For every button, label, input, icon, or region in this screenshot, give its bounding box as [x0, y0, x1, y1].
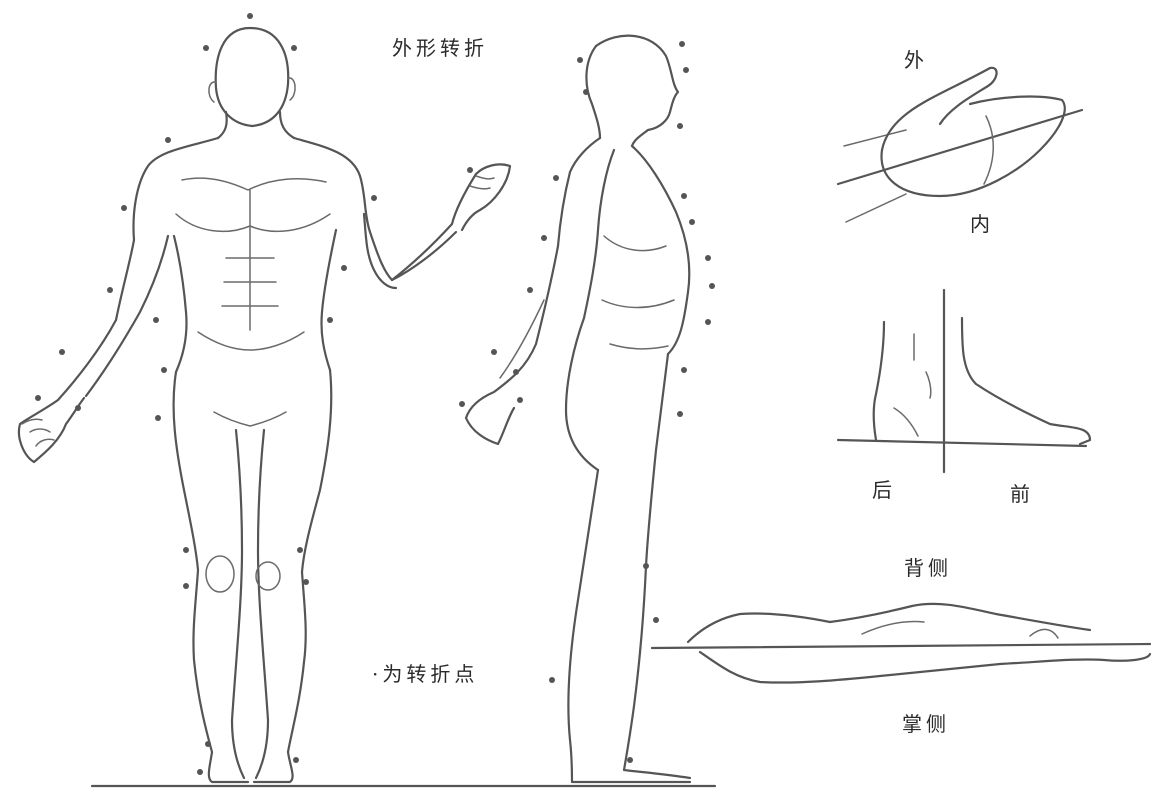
hand-outer-label: 外	[904, 44, 928, 73]
foot-instep-front	[962, 318, 1090, 444]
foot-back-label: 后	[872, 474, 896, 503]
foot-heel-back	[874, 322, 884, 440]
hand-sketch	[838, 68, 1082, 222]
hand-axis-line	[838, 110, 1082, 184]
front-right-leg-inner	[256, 430, 268, 778]
hand-finger-fold	[984, 116, 993, 184]
side-back-hips	[566, 150, 614, 470]
foot-ankle-details	[894, 334, 931, 436]
front-clavicles	[182, 178, 326, 190]
arm-muscle-details	[862, 622, 1058, 639]
front-abdomen-lower	[198, 332, 304, 350]
front-right-leg-outer	[254, 370, 331, 782]
side-leg-front	[624, 354, 690, 778]
front-pectorals	[176, 214, 330, 231]
side-torso-details	[602, 236, 674, 349]
front-torso-left	[174, 236, 187, 372]
front-neck-left	[218, 112, 227, 138]
front-right-arm-raised	[370, 164, 510, 280]
front-left-leg-inner	[232, 430, 244, 778]
side-figure	[459, 36, 715, 782]
side-head-face	[596, 36, 678, 146]
front-neck-right	[280, 112, 294, 138]
arm-palmar-label: 掌侧	[902, 708, 950, 737]
title-label: 外形转折	[392, 32, 488, 61]
arm-sketch	[652, 604, 1150, 683]
hand-wrist-lower	[846, 194, 906, 222]
arm-axis-line	[652, 644, 1150, 648]
hand-inner-label: 内	[970, 208, 994, 237]
foot-front-label: 前	[1010, 478, 1034, 507]
front-left-forearm-outer	[19, 320, 116, 462]
front-right-shoulder	[294, 138, 370, 232]
front-left-arm-inner	[86, 236, 168, 396]
front-left-knee	[206, 556, 234, 592]
foot-sketch	[838, 290, 1090, 472]
arm-dorsal-label: 背侧	[904, 552, 952, 581]
arm-palmar-contour	[700, 652, 1150, 683]
front-torso-right	[321, 230, 336, 370]
legend-label: ·为转折点	[372, 658, 478, 687]
foot-ground-line	[838, 440, 1086, 446]
hand-wrist-upper	[844, 130, 906, 146]
hand-thumb	[882, 68, 997, 150]
front-left-fingers	[22, 419, 54, 446]
side-back-arm	[466, 138, 600, 444]
front-pelvis	[214, 412, 286, 426]
